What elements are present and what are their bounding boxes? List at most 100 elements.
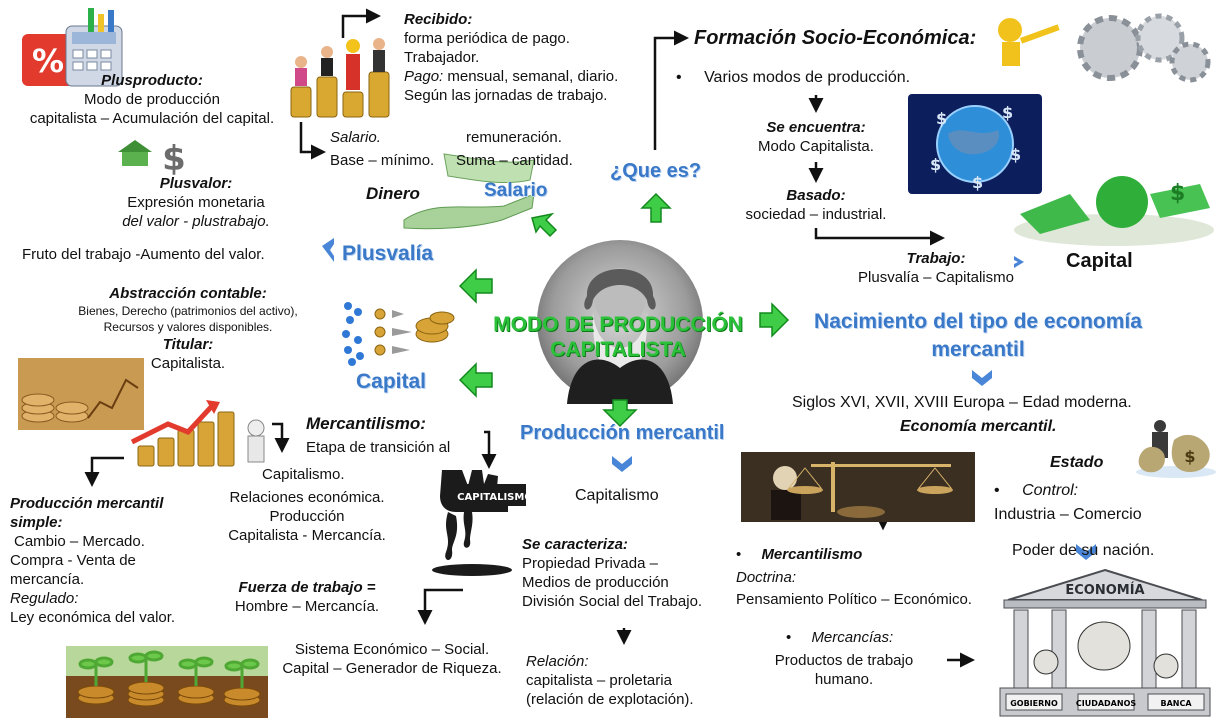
basado-value: sociedad – industrial. xyxy=(745,206,887,223)
abstraccion-line2: Recursos y valores disponibles. xyxy=(103,320,273,334)
doctrina-value: Pensamiento Político – Económico. xyxy=(736,591,972,608)
mercantilismo-right-title: Mercantilismo xyxy=(761,546,863,563)
se-encuentra-block: Se encuentra: Modo Capitalista. xyxy=(716,118,916,156)
svg-text:$: $ xyxy=(1170,181,1185,206)
gears-icon xyxy=(980,8,1220,84)
svg-text:$: $ xyxy=(1002,103,1013,122)
svg-text:$: $ xyxy=(972,173,983,192)
abstraccion-title: Abstracción contable: xyxy=(109,285,267,302)
recibido-title: Recibido: xyxy=(404,11,473,28)
capital-left-heading: Capital xyxy=(356,370,427,393)
mercantilismo-mid-title: Mercantilismo: xyxy=(306,414,426,433)
mercantilismo-mid-line5: Capitalista - Mercancía. xyxy=(228,527,386,544)
sistema-line2: Capital – Generador de Riqueza. xyxy=(282,660,502,677)
produccion-mercantil-heading: Producción mercantil xyxy=(520,422,725,444)
economy-building-icon: ECONOMÍA GOBIERNO CIUDADANOS BANCA xyxy=(992,566,1218,718)
plusvalor-title: Plusvalor: xyxy=(159,175,233,192)
estado-title: Estado xyxy=(1050,454,1104,471)
center-title-line2: CAPITALISTA xyxy=(550,338,686,361)
calculator-icon: % xyxy=(18,6,128,92)
se-caracteriza-line2: Medios de producción xyxy=(522,574,669,591)
capital-diagram-icon xyxy=(334,298,464,392)
se-encuentra-title: Se encuentra: xyxy=(766,119,866,136)
produccion-simple-line3: mercancía. xyxy=(10,571,85,588)
se-caracteriza-block: Se caracteriza: Propiedad Privada – Medi… xyxy=(522,535,742,611)
mercancias-row: • Mercancías: xyxy=(786,628,893,647)
plusvalor-line2: del valor - plustrabajo. xyxy=(122,213,270,230)
salario-label: Salario. xyxy=(330,129,381,146)
bullet-icon: • xyxy=(676,69,682,86)
bullet-icon: • xyxy=(786,629,792,646)
workers-icon xyxy=(287,32,405,120)
salario-line2a: Base – mínimo. xyxy=(330,152,435,169)
capital-right-heading: Capital xyxy=(1066,250,1133,272)
nacimiento-line1: Nacimiento del tipo de economía xyxy=(814,310,1142,333)
marx-portrait-icon xyxy=(537,240,703,404)
trabajo-title: Trabajo: xyxy=(906,250,966,267)
relacion-line1: capitalista – proletaria xyxy=(526,672,672,689)
se-caracteriza-line3: División Social del Trabajo. xyxy=(522,593,703,610)
fuerza-block: Fuerza de trabajo = Hombre – Mercancía. xyxy=(212,578,402,616)
titular-value: Capitalista. xyxy=(150,355,226,372)
mercancias-line2: humano. xyxy=(814,671,874,688)
svg-text:$: $ xyxy=(162,139,186,176)
money-hand-icon xyxy=(394,150,544,232)
titular-title: Titular: xyxy=(162,336,214,353)
produccion-simple-title2: simple: xyxy=(10,514,63,531)
svg-text:%: % xyxy=(32,42,64,80)
scale-painting-icon xyxy=(741,452,975,522)
plusproducto-line2: capitalista – Acumulación del capital. xyxy=(29,110,275,127)
mercancias-line1: Productos de trabajo xyxy=(774,652,914,669)
plusproducto-title: Plusproducto: xyxy=(101,72,203,89)
relacion-title: Relación: xyxy=(526,653,589,670)
svg-text:$: $ xyxy=(930,155,941,174)
coins-icon xyxy=(18,358,144,430)
doctrina-label: Doctrina: xyxy=(736,569,797,586)
control-row: • Control: xyxy=(994,481,1078,500)
bullet-icon: • xyxy=(736,546,742,563)
economy-banca-label: BANCA xyxy=(1160,699,1192,708)
money-bag-icon: $ xyxy=(1134,414,1218,478)
control-label: Control: xyxy=(1022,482,1079,499)
svg-text:$: $ xyxy=(1010,145,1021,164)
plusproducto-block: Plusproducto: Modo de producción capital… xyxy=(4,71,300,128)
pago-value: mensual, semanal, diario. xyxy=(447,68,619,85)
produccion-simple-line1: Cambio – Mercado. xyxy=(14,533,145,550)
se-caracteriza-line1: Propiedad Privada – xyxy=(522,555,658,572)
svg-text:$: $ xyxy=(1184,447,1195,466)
fuerza-title: Fuerza de trabajo = xyxy=(238,579,376,596)
formacion-bullet-row: • Varios modos de producción. xyxy=(676,68,910,87)
se-encuentra-value: Modo Capitalista. xyxy=(758,138,874,155)
siglos-text: Siglos XVI, XVII, XVIII Europa – Edad mo… xyxy=(792,394,1132,411)
se-caracteriza-title: Se caracteriza: xyxy=(522,536,628,553)
abstraccion-block: Abstracción contable: Bienes, Derecho (p… xyxy=(48,284,328,373)
mercantilismo-mid-block: Relaciones económica. Producción Capital… xyxy=(212,488,402,545)
abstraccion-line1: Bienes, Derecho (patrimonios del activo)… xyxy=(78,304,298,318)
trabajo-value: Plusvalía – Capitalismo xyxy=(858,269,1014,286)
produccion-simple-title1: Producción mercantil xyxy=(10,495,164,512)
mercantilismo-mid-line1: Etapa de transición al xyxy=(306,439,451,456)
mercantilismo-mid-line4: Producción xyxy=(269,508,345,525)
basado-block: Basado: sociedad – industrial. xyxy=(716,186,916,224)
regulado-label: Regulado: xyxy=(10,590,79,607)
sprouts-icon xyxy=(66,646,268,718)
mercancias-block: Productos de trabajo humano. xyxy=(754,651,934,689)
economia-mercantil-text: Economía mercantil. xyxy=(900,418,1057,435)
fruto-text: Fruto del trabajo -Aumento del valor. xyxy=(22,246,265,263)
plusvalor-block: Plusvalor: Expresión monetaria del valor… xyxy=(96,174,296,231)
basado-title: Basado: xyxy=(786,187,846,204)
scale-icon: $ xyxy=(118,136,196,179)
capitalismo-word: Capitalismo xyxy=(575,487,659,504)
globe-icon: $$$$$ xyxy=(908,94,1042,194)
recibido-line4: Según las jornadas de trabajo. xyxy=(404,87,608,104)
economy-roof-label: ECONOMÍA xyxy=(1065,582,1144,598)
salario-heading: Salario xyxy=(484,180,548,201)
recibido-line1: forma periódica de pago. xyxy=(404,30,570,47)
capitalismo-logo-text: CAPITALISMO xyxy=(457,492,530,503)
sistema-block: Sistema Económico – Social. Capital – Ge… xyxy=(264,640,520,678)
trabajo-block: Trabajo: Plusvalía – Capitalismo xyxy=(836,249,1036,287)
salario-line2b: Suma – cantidad. xyxy=(456,152,573,169)
capitalismo-logo: CAPITALISMO xyxy=(412,466,533,582)
regulado-value: Ley económica del valor. xyxy=(10,609,176,626)
green-globe-icon: $ xyxy=(1010,164,1218,254)
